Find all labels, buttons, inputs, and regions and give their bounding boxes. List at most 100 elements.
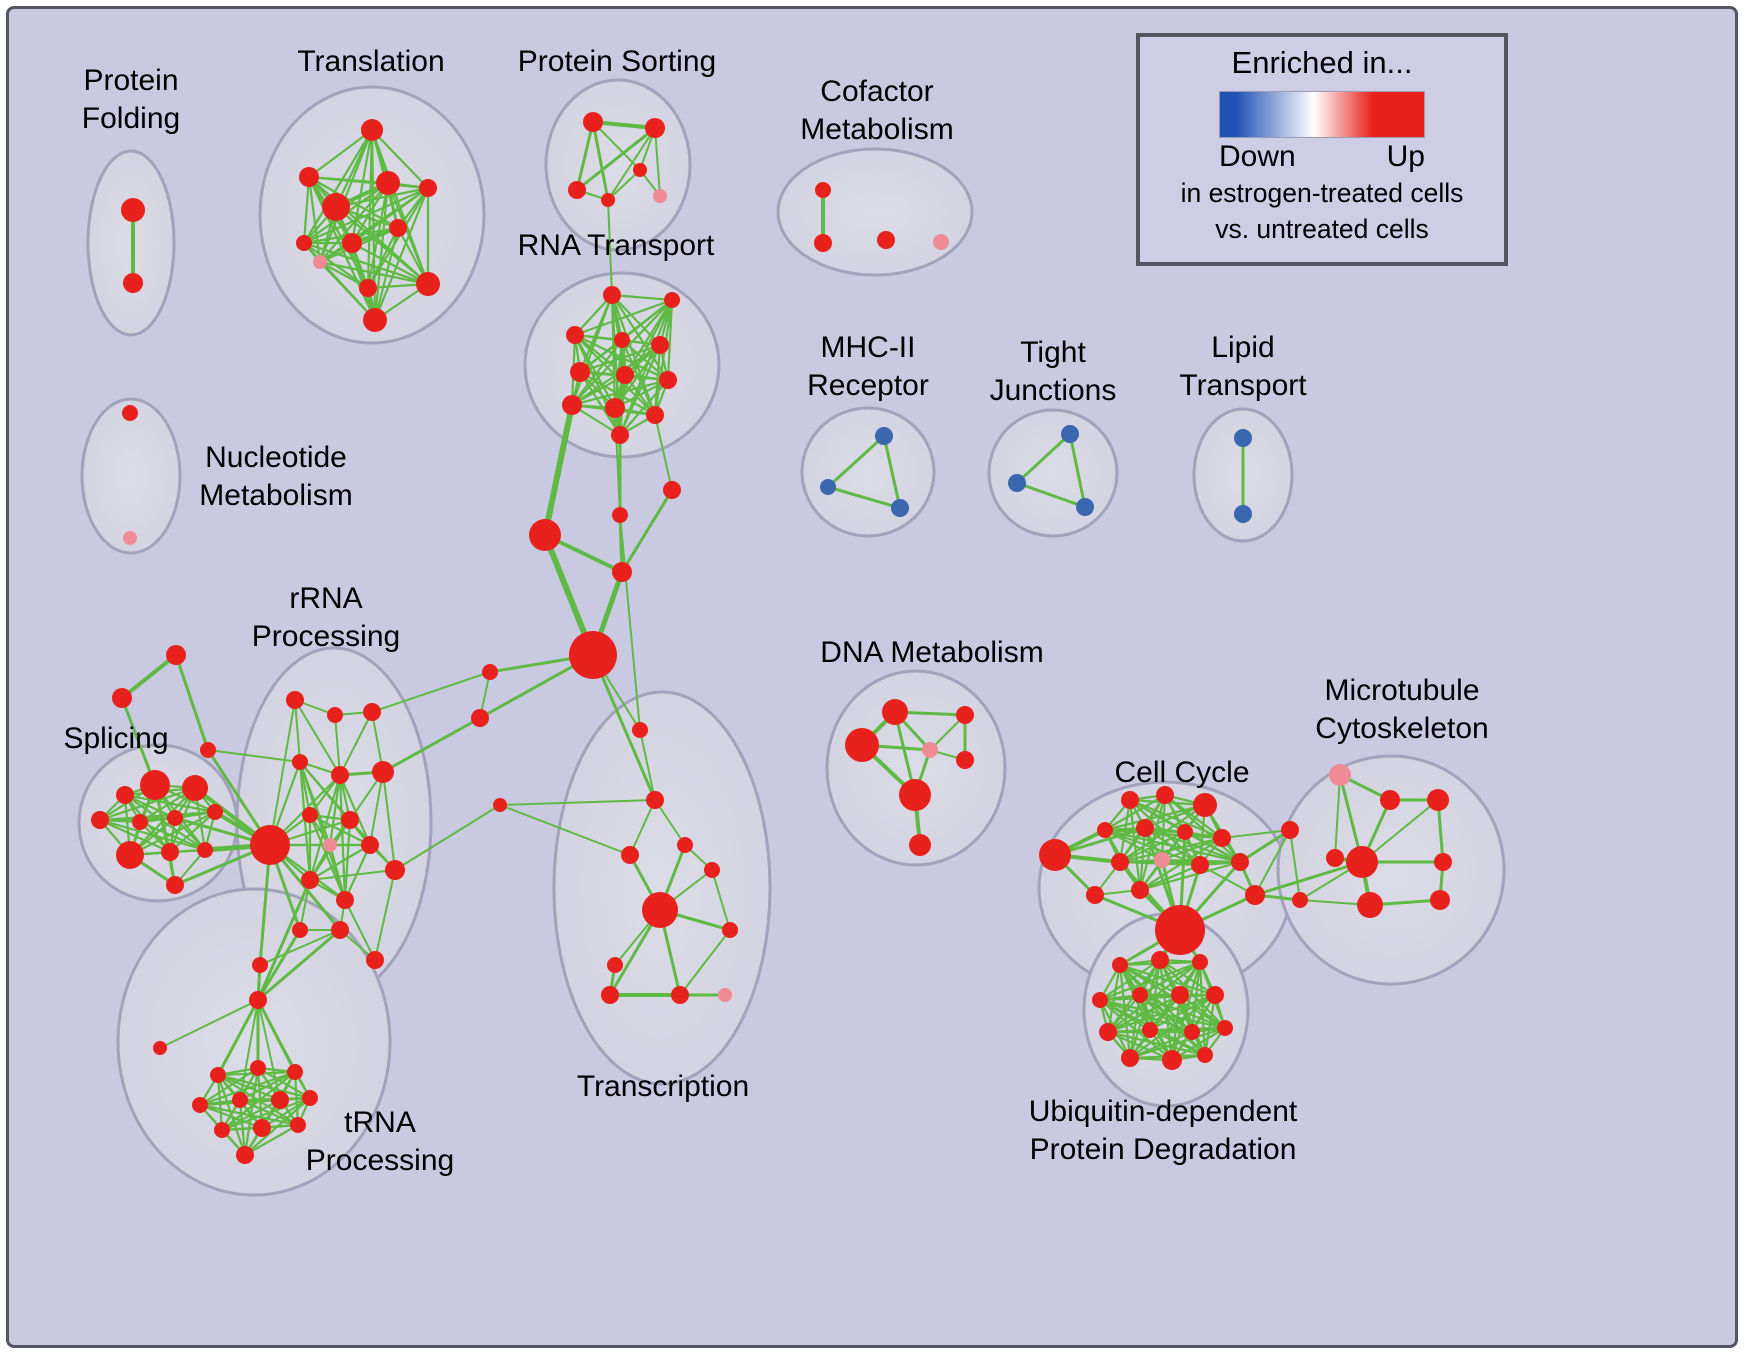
legend-subtitle-line1: in estrogen-treated cells	[1180, 178, 1464, 208]
trna-node-2	[210, 1067, 226, 1083]
dna-node-1	[845, 728, 879, 762]
link-edge	[1238, 828, 1292, 864]
ubiquitin-node-3	[1092, 992, 1108, 1008]
splicing-node-2	[116, 786, 134, 804]
rna-transport-node-8	[562, 395, 582, 415]
trna-edge	[216, 998, 260, 1077]
splicing-node-8	[161, 843, 179, 861]
translation-edge	[366, 186, 430, 290]
rna-transport-node-10	[646, 406, 664, 424]
link-edge	[394, 804, 501, 871]
splicing-node-3	[91, 811, 109, 829]
dna-node-6	[909, 834, 931, 856]
trna-edge	[198, 1066, 260, 1107]
transcription-node-10	[718, 988, 732, 1002]
rrna-node-1	[327, 707, 343, 723]
connectors-node-6	[471, 709, 489, 727]
cofactor-node-3	[933, 234, 949, 250]
protein-sorting-edge	[607, 127, 656, 201]
protein-sorting-node-0	[583, 112, 603, 132]
cellcycle-edge	[1138, 826, 1147, 892]
ubiquitin-edge	[1128, 993, 1142, 1060]
rna-transport-node-6	[616, 366, 634, 384]
cellcycle-edge	[1118, 836, 1224, 864]
rna-transport-node-3	[614, 332, 630, 348]
cellcycle-edge	[1138, 860, 1242, 892]
rna-transport-edge	[573, 333, 622, 437]
cellcycle-node-3	[1193, 793, 1217, 817]
microtubule-edge	[1361, 799, 1439, 863]
rna-transport-edge	[620, 338, 670, 382]
translation-edge	[334, 186, 430, 209]
splicing-edge	[98, 810, 217, 822]
ubiquitin-edge	[1148, 993, 1217, 1032]
ubiquitin-edge	[1106, 1030, 1174, 1062]
splicing-node-10	[166, 876, 184, 894]
dna-node-2	[956, 706, 974, 724]
microtubule-node-8	[1357, 892, 1383, 918]
rrna-edge	[343, 843, 372, 902]
trna-node-12	[236, 1146, 254, 1164]
rrna-node-6	[372, 761, 394, 783]
rrna-node-13	[301, 871, 319, 889]
ubiquitin-node-10	[1217, 1020, 1233, 1036]
cellcycle-node-2	[1156, 786, 1174, 804]
tight-node-2	[1076, 498, 1094, 516]
rna-transport-edge	[573, 298, 674, 337]
transcription-node-2	[677, 837, 693, 853]
trna-node-8	[302, 1090, 318, 1106]
translation-edge	[318, 181, 390, 264]
dna-node-4	[956, 751, 974, 769]
rrna-node-11	[361, 836, 379, 854]
splicing-node-1	[182, 775, 208, 801]
splicing-node-0	[140, 770, 170, 800]
dna-node-3	[922, 742, 938, 758]
transcription-node-7	[607, 957, 623, 973]
protein-sorting-node-5	[653, 189, 667, 203]
translation-node-3	[376, 171, 400, 195]
link-edge	[381, 716, 482, 774]
rrna-edge	[338, 773, 347, 902]
legend-scale: Down Up	[1219, 91, 1425, 174]
trna-edge	[257, 999, 311, 1099]
cellcycle-edge	[1160, 793, 1167, 862]
transcription-node-5	[704, 862, 720, 878]
cellcycle-node-7	[1213, 829, 1231, 847]
rrna-node-16	[331, 921, 349, 939]
cellcycle-node-10	[1191, 856, 1209, 874]
legend: Enriched in... Down Up in estrogen-treat…	[1136, 33, 1508, 266]
lipid-node-0	[1234, 429, 1252, 447]
rna-transport-edge	[573, 333, 627, 377]
transcription-node-4	[642, 892, 678, 928]
rna-transport-edge	[618, 378, 670, 437]
rrna-node-4	[292, 754, 308, 770]
cellcycle-node-13	[1131, 881, 1149, 899]
ubiquitin-edge	[1106, 1030, 1207, 1057]
rna-transport-node-11	[611, 426, 629, 444]
trna-edge	[220, 1098, 282, 1132]
rrna-edge	[328, 843, 347, 902]
cellcycle-node-9	[1154, 852, 1170, 868]
ubiquitin-edge	[1138, 960, 1202, 997]
ubiquitin-node-11	[1121, 1049, 1139, 1067]
microtubule-node-3	[1281, 821, 1299, 839]
cellcycle-label: Cell Cycle	[1114, 756, 1249, 789]
rna-transport-node-9	[605, 398, 625, 418]
tight-cluster-ellipse	[987, 408, 1119, 538]
translation-node-1	[299, 167, 319, 187]
transcription-node-6	[722, 922, 738, 938]
ubiquitin-edge	[1098, 958, 1162, 1002]
ubiquitin-node-13	[1197, 1047, 1213, 1063]
rrna-edge	[369, 771, 384, 846]
link-edge	[174, 653, 210, 752]
rrna-edge	[339, 711, 373, 776]
legend-up-label: Up	[1386, 140, 1425, 173]
protein-folding-node-0	[121, 198, 145, 222]
connectors-node-0	[663, 481, 681, 499]
rrna-edge	[328, 773, 342, 847]
ubiquitin-edge	[1203, 993, 1217, 1057]
rrna-node-12	[385, 860, 405, 880]
mhc-edge	[826, 485, 902, 510]
transcription-edge	[654, 799, 686, 846]
